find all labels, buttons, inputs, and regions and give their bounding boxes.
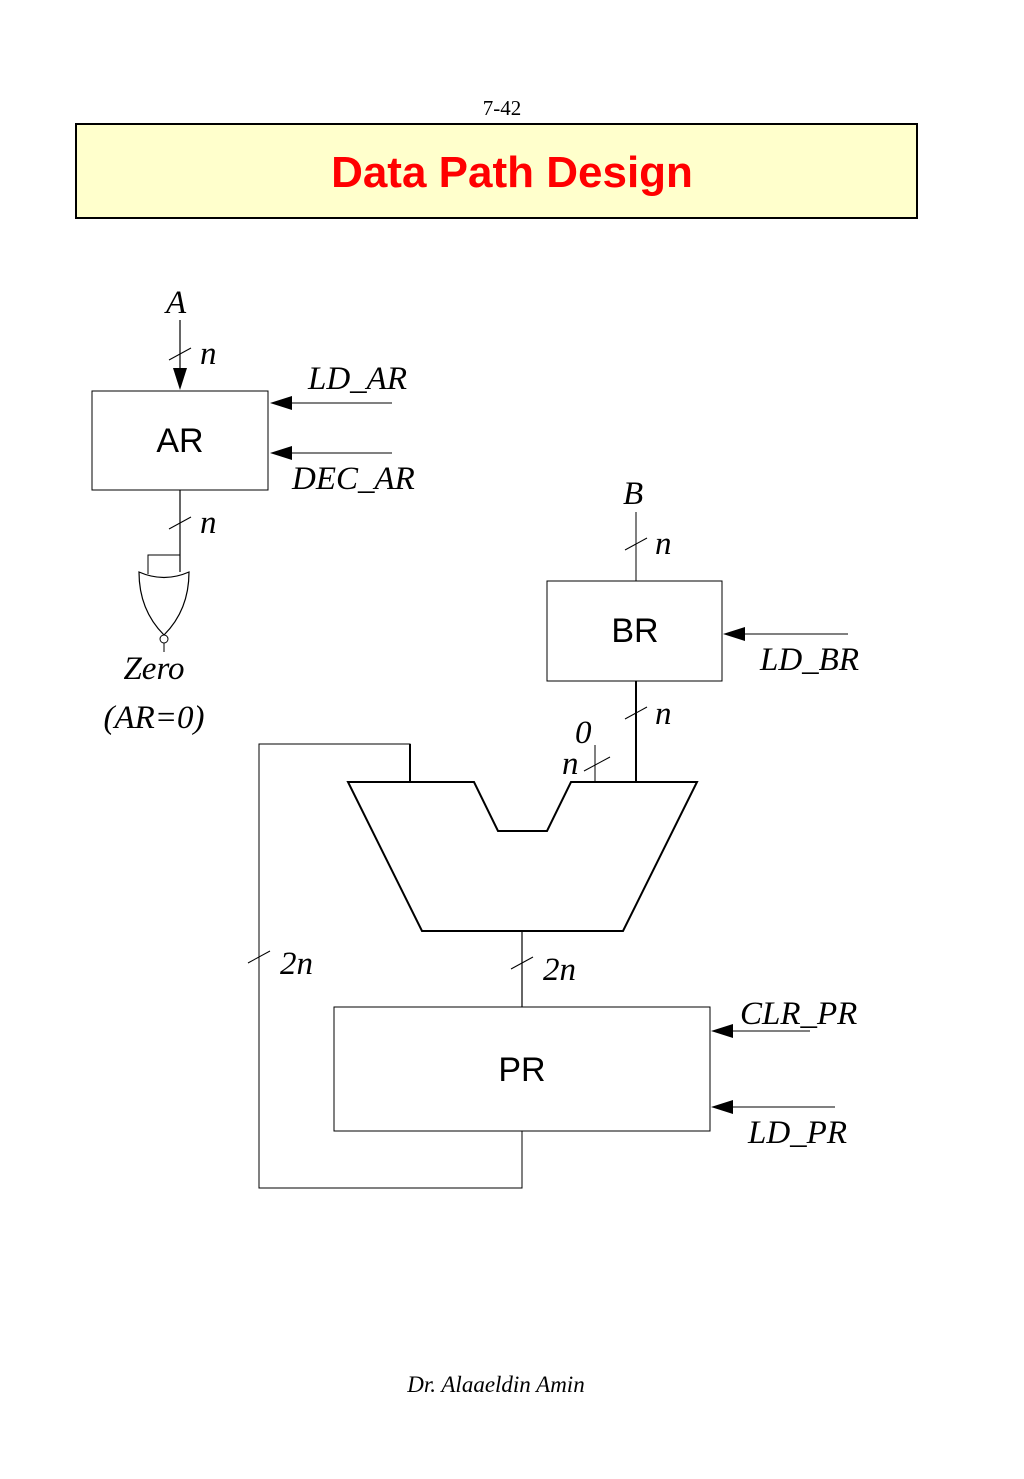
zero-label: Zero [123,651,184,687]
ld-ar-label: LD_AR [307,361,407,397]
nor-bubble [159,634,169,644]
ld-ar-arrow [270,396,292,410]
b-width-label: n [655,526,672,562]
feedback-width-tick [247,950,271,964]
nor-input-bracket [147,554,180,574]
zero-width-tick [583,756,611,772]
dec-ar-label: DEC_AR [291,461,415,497]
br-register-label: BR [611,612,658,650]
ar-register-label: AR [156,422,203,460]
pr-register-label: PR [498,1051,545,1089]
page-number: 7-42 [482,96,522,120]
zero-constant-label: 0 [575,715,592,751]
ld-br-arrow [723,627,745,641]
input-a-label: A [164,285,187,321]
br-width-label: n [655,696,672,732]
adder-width-tick [510,956,534,970]
ar-width-tick [168,516,192,530]
page-title: Data Path Design [331,148,693,197]
ld-pr-arrow [711,1100,733,1114]
input-b-label: B [623,476,643,512]
feedback-width-label: 2n [280,946,313,982]
a-width-tick [168,347,192,361]
nor-gate [138,571,190,636]
clr-pr-arrow [711,1024,733,1038]
a-input-arrow [173,368,187,390]
title-box [75,123,918,219]
ar-width-label: n [200,505,217,541]
br-register [546,580,723,682]
zero-width-label: n [562,746,579,782]
ld-pr-label: LD_PR [747,1115,847,1151]
author-footer: Dr. Alaaeldin Amin [407,1372,585,1397]
dec-ar-arrow [270,446,292,460]
clr-pr-label: CLR_PR [740,996,857,1032]
adder-unit [346,781,699,932]
b-width-tick [624,537,648,551]
ld-br-label: LD_BR [759,642,859,678]
a-width-label: n [200,336,217,372]
pr-register [333,1006,711,1132]
zero-condition-label: (AR=0) [103,700,204,736]
br-width-tick [624,706,648,720]
adder-width-label: 2n [543,952,576,988]
